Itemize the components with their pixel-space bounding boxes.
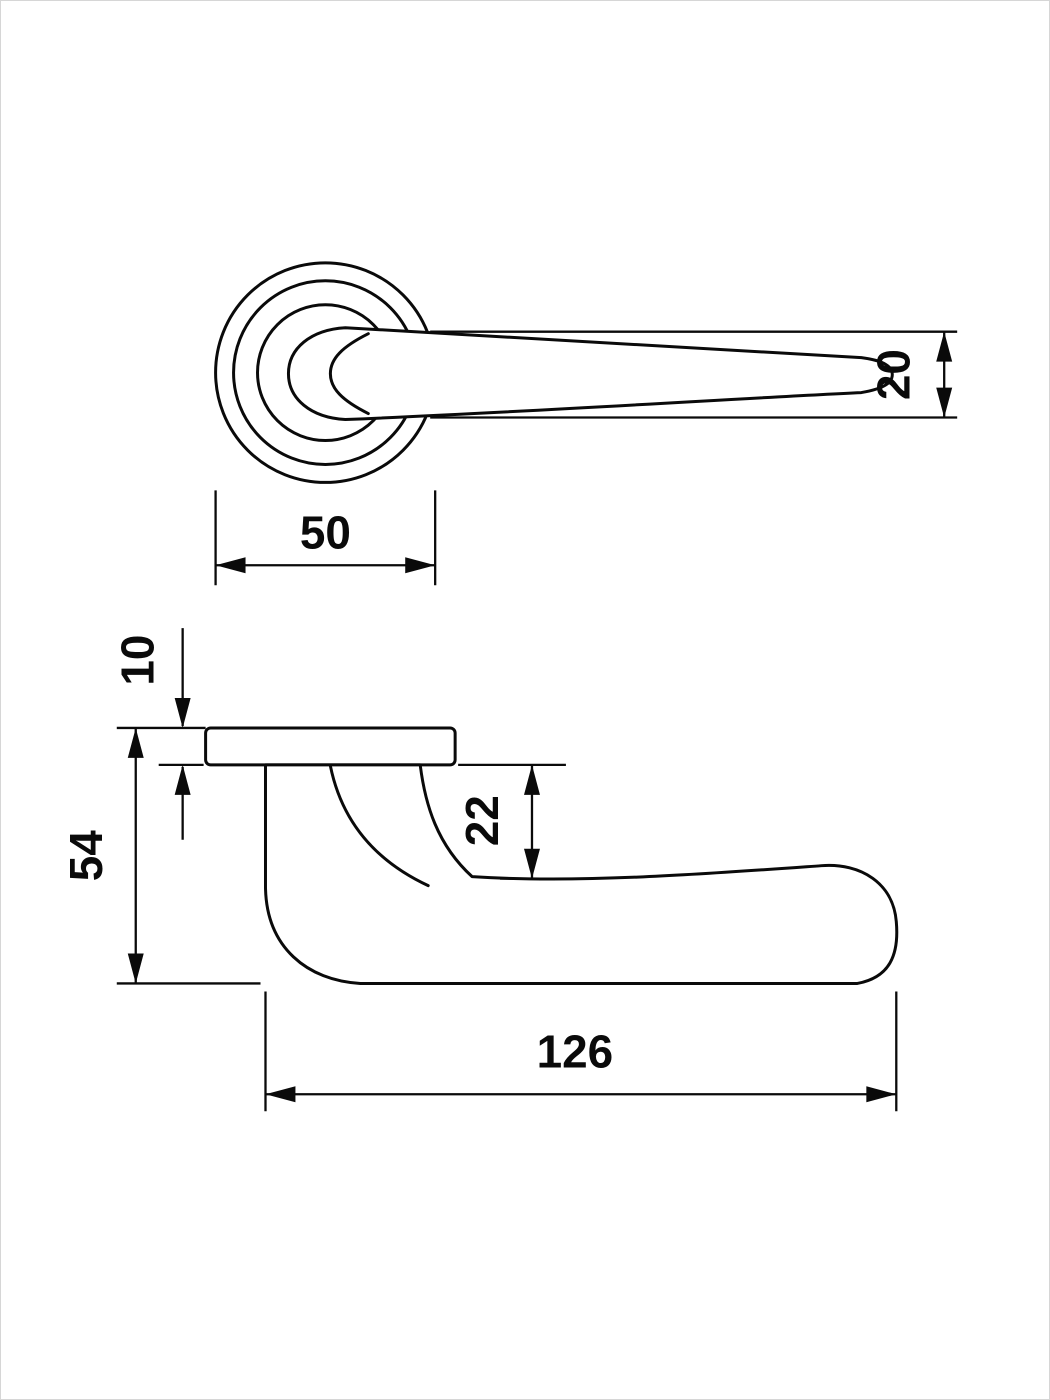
arrowhead-up-icon — [936, 331, 953, 362]
arrowhead-down-icon — [174, 698, 191, 728]
arrowhead-left-icon — [265, 1086, 296, 1103]
lever-neck-inner-curve — [328, 764, 430, 888]
rosette-side-profile — [204, 726, 457, 767]
dim-label-rosette-diameter: 50 — [300, 506, 351, 558]
lever-side-profile — [263, 763, 899, 985]
dim-rosette-thickness: 10 — [112, 628, 204, 840]
dim-label-overall-length: 126 — [537, 1025, 614, 1077]
dim-label-overall-height: 54 — [60, 830, 112, 882]
lever-top-view — [286, 326, 894, 422]
dim-label-handle-width: 20 — [867, 349, 919, 400]
dim-overall-length: 126 — [264, 991, 898, 1112]
arrowhead-right-icon — [405, 557, 436, 574]
arrowhead-right-icon — [866, 1086, 897, 1103]
lever-cone-base-line — [328, 332, 370, 416]
dim-handle-width: 20 — [430, 330, 958, 419]
dim-overall-height: 54 — [60, 726, 261, 985]
arrowhead-left-icon — [215, 557, 246, 574]
arrowhead-down-icon — [127, 953, 144, 984]
arrowhead-up-icon — [524, 764, 540, 795]
arrowhead-up-icon — [174, 764, 191, 795]
top-view: 20 50 — [214, 261, 958, 586]
dim-label-rosette-to-grip: 22 — [456, 795, 508, 846]
dim-label-rosette-thickness: 10 — [112, 635, 164, 686]
side-view: 10 54 22 126 — [60, 628, 899, 1112]
arrowhead-down-icon — [524, 848, 540, 879]
arrowhead-up-icon — [127, 727, 144, 758]
dim-rosette-diameter: 50 — [214, 490, 437, 586]
arrowhead-down-icon — [936, 387, 953, 418]
dim-rosette-to-grip: 22 — [456, 763, 566, 880]
